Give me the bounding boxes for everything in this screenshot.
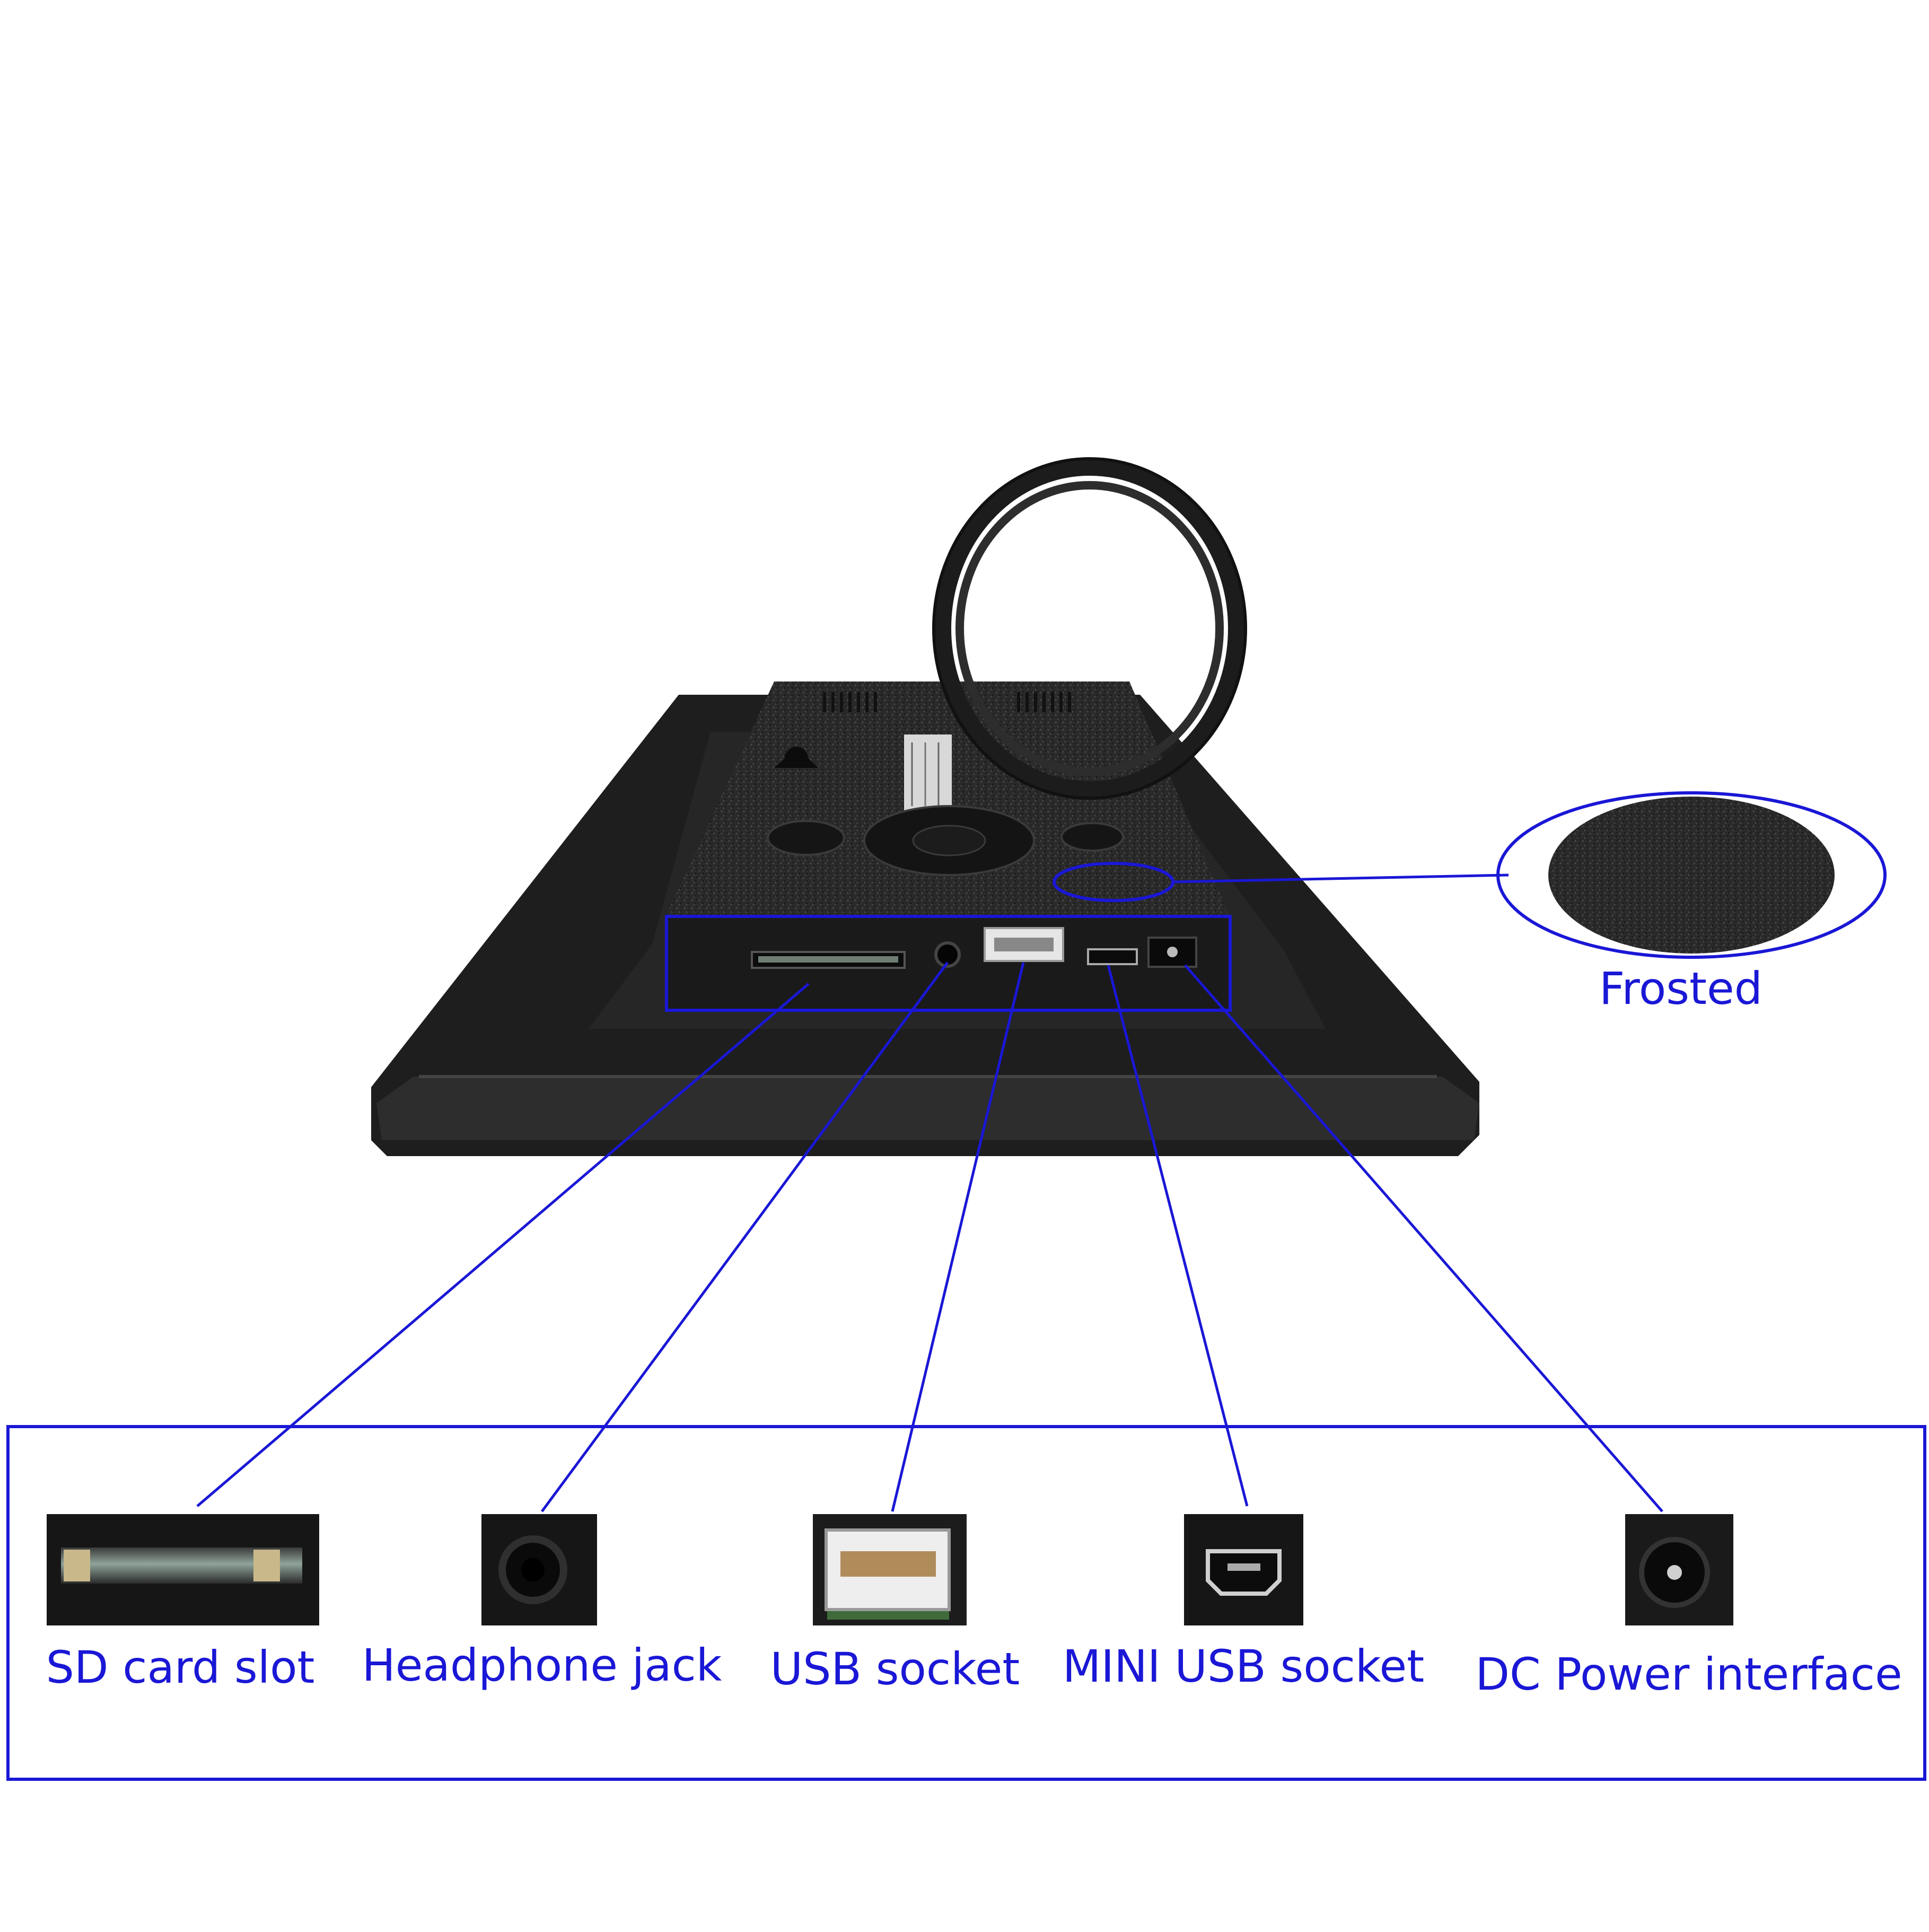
port-strip xyxy=(665,915,1232,1012)
wall-mount-hole xyxy=(774,747,819,768)
mini-usb-port xyxy=(1087,948,1138,965)
sd-card-slot-thumbnail xyxy=(47,1514,319,1625)
menu-button xyxy=(767,820,845,856)
return-button xyxy=(1060,822,1124,852)
dc-power-interface-thumbnail xyxy=(1625,1514,1733,1625)
port-leader-lines xyxy=(196,961,1663,1513)
speaker-grill-right xyxy=(1017,692,1071,712)
sd-leader-line xyxy=(196,983,810,1507)
dc-leader-line xyxy=(1184,964,1663,1513)
frosted-callout xyxy=(1053,791,1887,959)
mini-usb-leader-line xyxy=(1107,965,1249,1507)
headphone-leader-line xyxy=(540,961,949,1513)
navigation-center-button xyxy=(912,825,986,856)
usb-leader-line xyxy=(891,962,1025,1512)
headphone-jack-port xyxy=(934,941,961,968)
port-strip-highlight xyxy=(665,915,1232,1012)
mini-usb-socket-thumbnail xyxy=(1184,1514,1303,1625)
kickstand-ring xyxy=(932,457,1247,800)
speaker-grill-left xyxy=(823,692,877,712)
frosted-label: Frosted xyxy=(1599,963,1763,1015)
usb-socket-label: USB socket xyxy=(770,1643,1020,1695)
usb-socket-thumbnail xyxy=(813,1514,967,1625)
frosted-texture-sample xyxy=(1548,797,1835,954)
sd-card-slot-label: SD card slot xyxy=(46,1641,315,1693)
dc-power-interface-label: DC Power interface xyxy=(1475,1648,1902,1700)
headphone-jack-thumbnail xyxy=(481,1514,597,1625)
frosted-leader-line xyxy=(1172,873,1509,884)
frame-bottom-edge xyxy=(376,1077,1479,1140)
ports-legend-box xyxy=(6,1425,1926,1781)
headphone-jack-label: Headphone jack xyxy=(362,1639,722,1691)
mini-usb-socket-label: MINI USB socket xyxy=(1062,1640,1425,1692)
frosted-zoom-outline xyxy=(1496,791,1887,959)
